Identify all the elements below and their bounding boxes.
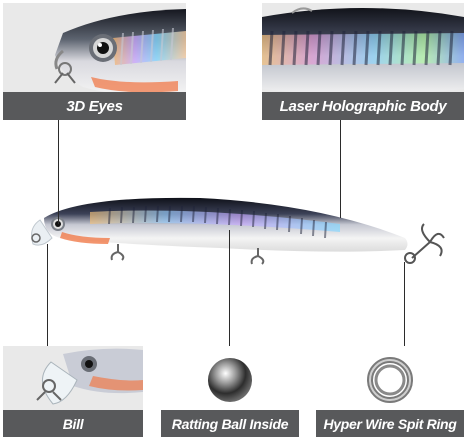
bill-caption: Bill bbox=[3, 410, 143, 437]
ring-detail-panel: Hyper Wire Spit Ring bbox=[316, 346, 464, 437]
fishing-lure-main-image bbox=[31, 197, 445, 265]
ball-leader-line bbox=[229, 230, 230, 346]
ring-caption: Hyper Wire Spit Ring bbox=[316, 410, 464, 437]
eyes-detail-panel: 3D Eyes bbox=[3, 3, 186, 120]
body-caption: Laser Holographic Body bbox=[262, 92, 464, 120]
lure-head-closeup-image bbox=[3, 3, 186, 120]
ball-detail-panel: Ratting Ball Inside bbox=[161, 346, 299, 437]
ball-caption: Ratting Ball Inside bbox=[161, 410, 299, 437]
ring-leader-line bbox=[404, 262, 405, 346]
eyes-leader-line bbox=[58, 120, 59, 224]
eyes-caption: 3D Eyes bbox=[3, 92, 186, 120]
bill-detail-panel: Bill bbox=[3, 346, 143, 437]
body-detail-panel: Laser Holographic Body bbox=[262, 3, 464, 120]
body-leader-line bbox=[340, 120, 341, 218]
bill-leader-line bbox=[47, 244, 48, 346]
